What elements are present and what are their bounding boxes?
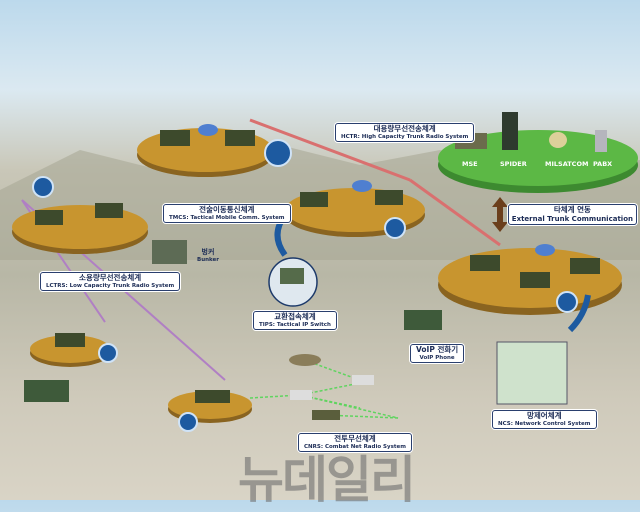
voip-phone-tent-icon <box>24 380 69 402</box>
bunker-icon <box>152 240 187 264</box>
network-node-icon <box>178 412 198 432</box>
label-en: TIPS: Tactical IP Switch <box>259 321 331 328</box>
external-system-pabx: PABX <box>593 160 613 168</box>
watermark-logo: 뉴데일리 <box>238 451 416 509</box>
network-node-icon <box>264 139 292 167</box>
bidirectional-arrow-icon <box>492 197 508 232</box>
label-en: NCS: Network Control System <box>498 420 591 427</box>
vehicle-icon <box>352 375 374 385</box>
label-ko: 전술이동통신체계 <box>199 205 255 214</box>
platform-small-left <box>30 333 110 367</box>
label-en: TMCS: Tactical Mobile Comm. System <box>169 214 285 221</box>
platform-external <box>438 112 638 193</box>
tips-shelter-icon <box>280 268 304 284</box>
label-ko: 소용량무선전송체계 <box>79 273 142 282</box>
label-en: External Trunk Communication <box>511 214 633 223</box>
label-en: LCTRS: Low Capacity Trunk Radio System <box>46 282 175 289</box>
label-en: VoIP Phone <box>419 354 455 361</box>
platform-hctr-node-top <box>137 124 273 177</box>
label-ko: 전투무선체계 <box>334 434 376 443</box>
external-system-spider: SPIDER <box>500 160 527 168</box>
tank-icon <box>312 410 340 420</box>
helicopter-icon <box>289 354 321 366</box>
label-en: CNRS: Combat Net Radio System <box>304 443 406 450</box>
ncs-room-icon <box>496 341 568 405</box>
vehicle-icon <box>290 390 312 400</box>
label-ko: 타체계 연동 <box>553 205 591 214</box>
label-ko: 교환접속체계 <box>274 312 316 321</box>
network-node-icon <box>32 176 54 198</box>
external-system-mse: MSE <box>462 160 478 168</box>
label-ko: 대용량무선전송체계 <box>373 124 436 133</box>
external-system-milsatcom: MILSATCOM <box>545 160 589 168</box>
voip-phone-icon <box>404 310 442 330</box>
label-ko: 벙커 <box>201 248 215 256</box>
label-ko: VoIP 전화기 <box>416 345 459 354</box>
hctr-links <box>249 118 501 247</box>
label-en: HCTR: High Capacity Trunk Radio System <box>341 133 469 140</box>
platform-left-node <box>12 203 148 254</box>
arrow-down-icon <box>567 294 591 333</box>
cnrs-links <box>249 361 399 419</box>
label-en: Bunker <box>197 256 219 263</box>
network-diagram <box>0 112 640 432</box>
network-node-icon <box>98 343 118 363</box>
network-node-icon <box>384 217 406 239</box>
network-node-icon <box>556 291 578 313</box>
label-ko: 망제어체계 <box>527 411 562 420</box>
